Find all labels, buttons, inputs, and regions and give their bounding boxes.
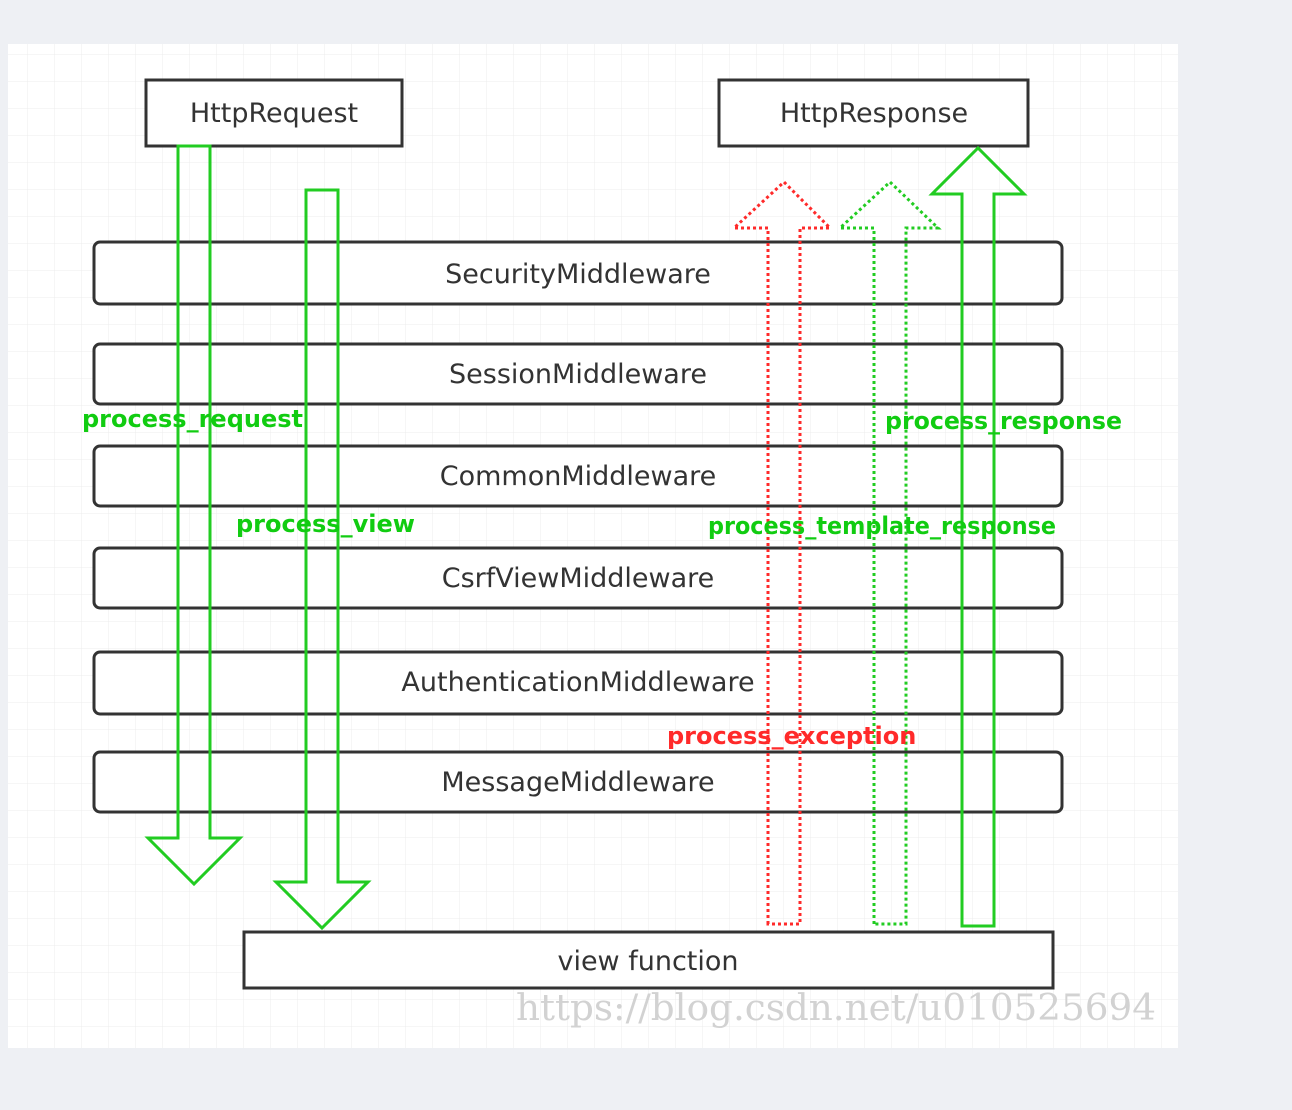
grid-background <box>8 44 1178 1048</box>
middleware-label-csrf: CsrfViewMiddleware <box>442 563 715 594</box>
middleware-box-csrf <box>92 546 1064 610</box>
process-template-response-arrow <box>836 179 942 926</box>
middleware-label-authentication: AuthenticationMiddleware <box>401 667 754 698</box>
middleware-label-common: CommonMiddleware <box>440 461 717 492</box>
middleware-label-session: SessionMiddleware <box>449 359 707 390</box>
view-function-text: view function <box>557 946 738 977</box>
process-view-label: process_view <box>236 510 415 538</box>
middleware-label-message: MessageMiddleware <box>441 767 714 798</box>
process-exception-arrow <box>730 179 834 926</box>
middleware-box-session <box>92 342 1064 406</box>
http-response-text: HttpResponse <box>780 98 968 129</box>
process-response-arrow <box>928 145 1028 928</box>
process-response-label: process_response <box>885 407 1122 435</box>
watermark-text: https://blog.csdn.net/u010525694 <box>516 988 1156 1029</box>
view-function-box <box>242 930 1055 990</box>
process-request-arrow <box>144 144 244 887</box>
middleware-box-authentication <box>92 650 1064 716</box>
middleware-box-common <box>92 444 1064 508</box>
process-view-arrow <box>272 188 372 931</box>
http-response-box <box>717 78 1030 148</box>
process-template-response-label: process_template_response <box>708 512 1056 540</box>
process-request-label: process_request <box>82 405 303 433</box>
http-request-text: HttpRequest <box>190 98 358 129</box>
middleware-box-security <box>92 240 1064 306</box>
middleware-stack <box>92 240 1064 814</box>
middleware-label-security: SecurityMiddleware <box>445 259 711 290</box>
middleware-box-message <box>92 750 1064 814</box>
process-exception-label: process_exception <box>667 722 916 750</box>
http-request-box <box>144 78 404 148</box>
